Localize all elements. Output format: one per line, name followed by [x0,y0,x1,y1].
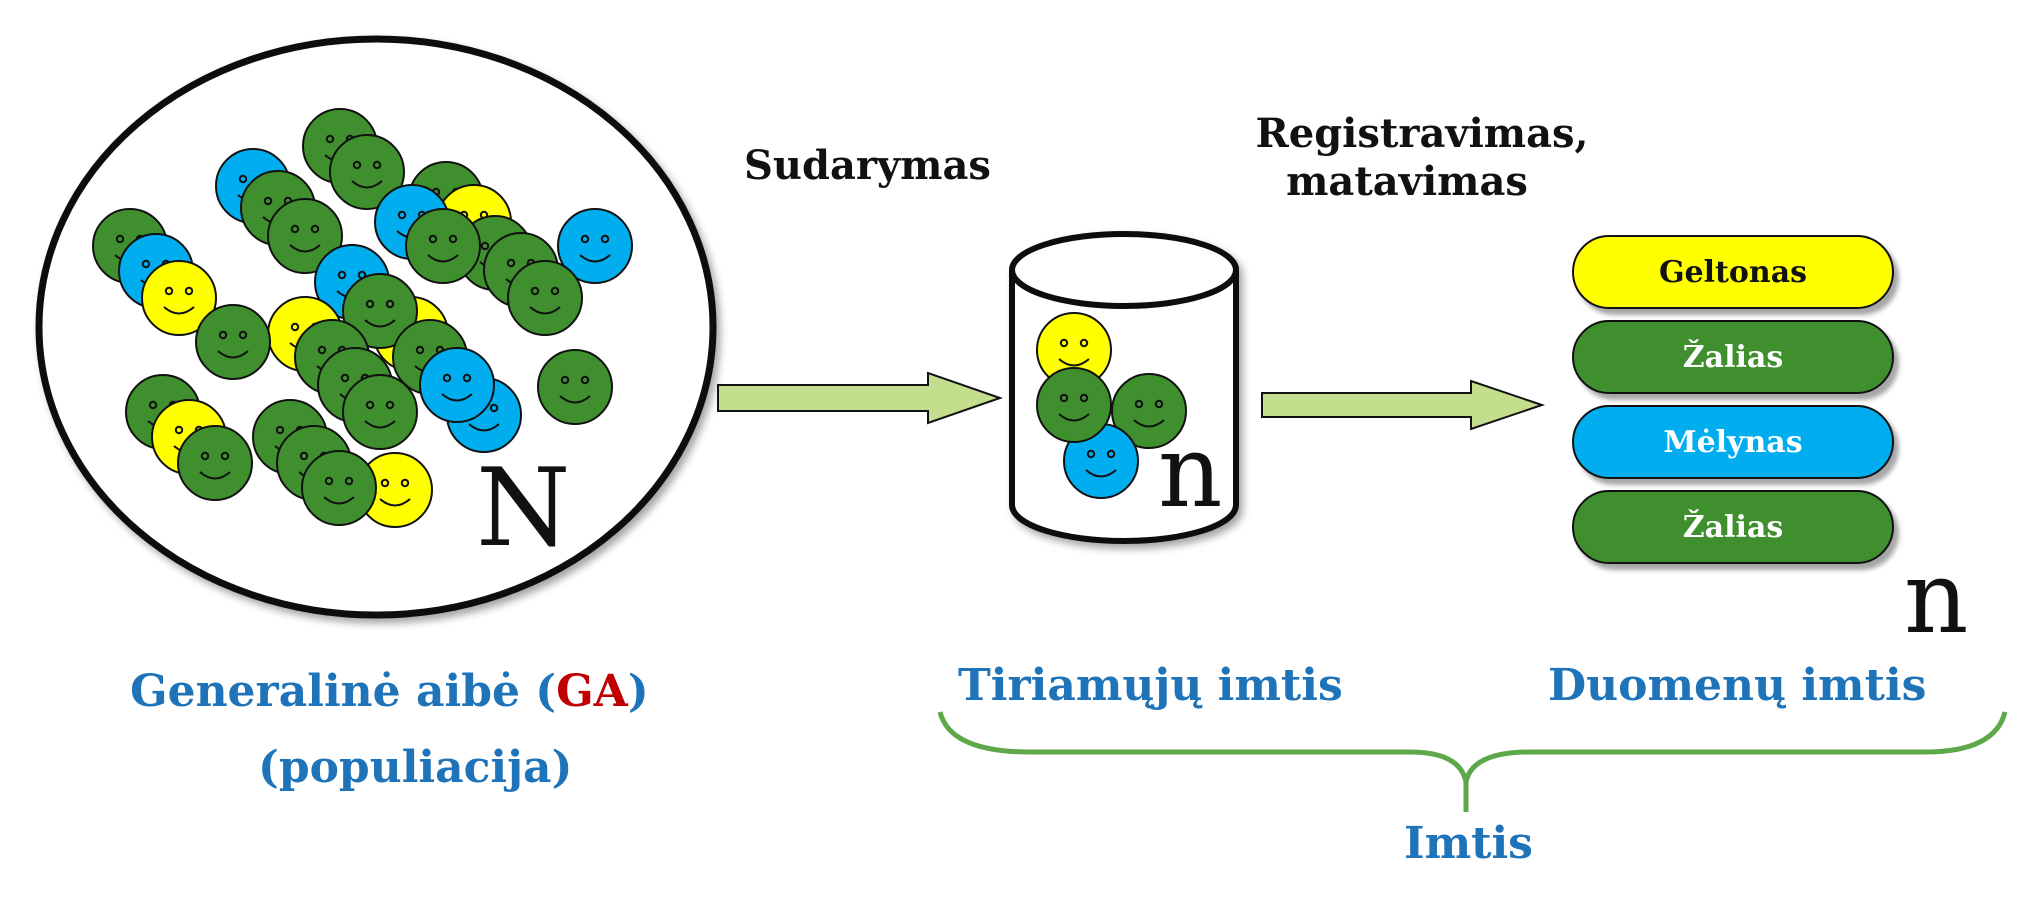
population-label: Generalinė aibė (GA) [130,666,649,717]
sampling-arrow-label: Sudarymas [744,142,991,189]
arrow-registravimas [1261,379,1546,431]
sample-label: Tiriamųjų imtis [958,660,1343,711]
data-label: Duomenų imtis [1548,660,1927,711]
record-pill-melynas: Mėlynas [1572,405,1894,479]
record-pill-zalias-2: Žalias [1572,490,1894,564]
population-size-symbol: N [476,446,571,571]
population-label-close: ) [627,666,649,717]
imtis-brace [937,711,2008,812]
recording-arrow-label-line2: matavimas [1286,158,1528,205]
record-pill-zalias-1: Žalias [1572,320,1894,394]
data-size-symbol: n [1904,539,1969,656]
arrow-sudarymas [717,371,1004,425]
population-label-main: Generalinė aibė ( [130,666,557,717]
brace-label: Imtis [1404,818,1533,869]
sample-size-symbol: n [1158,413,1223,530]
record-pill-label: Žalias [1682,509,1784,545]
record-pill-label: Mėlynas [1663,424,1803,460]
population-label-abbr: GA [556,666,628,717]
record-pill-label: Geltonas [1658,254,1808,290]
record-pill-label: Žalias [1682,339,1784,375]
population-sublabel: (populiacija) [258,742,573,793]
record-pill-geltonas: Geltonas [1572,235,1894,309]
recording-arrow-label: Registravimas, matavimas [1252,110,1592,206]
recording-arrow-label-line1: Registravimas, [1255,110,1589,157]
